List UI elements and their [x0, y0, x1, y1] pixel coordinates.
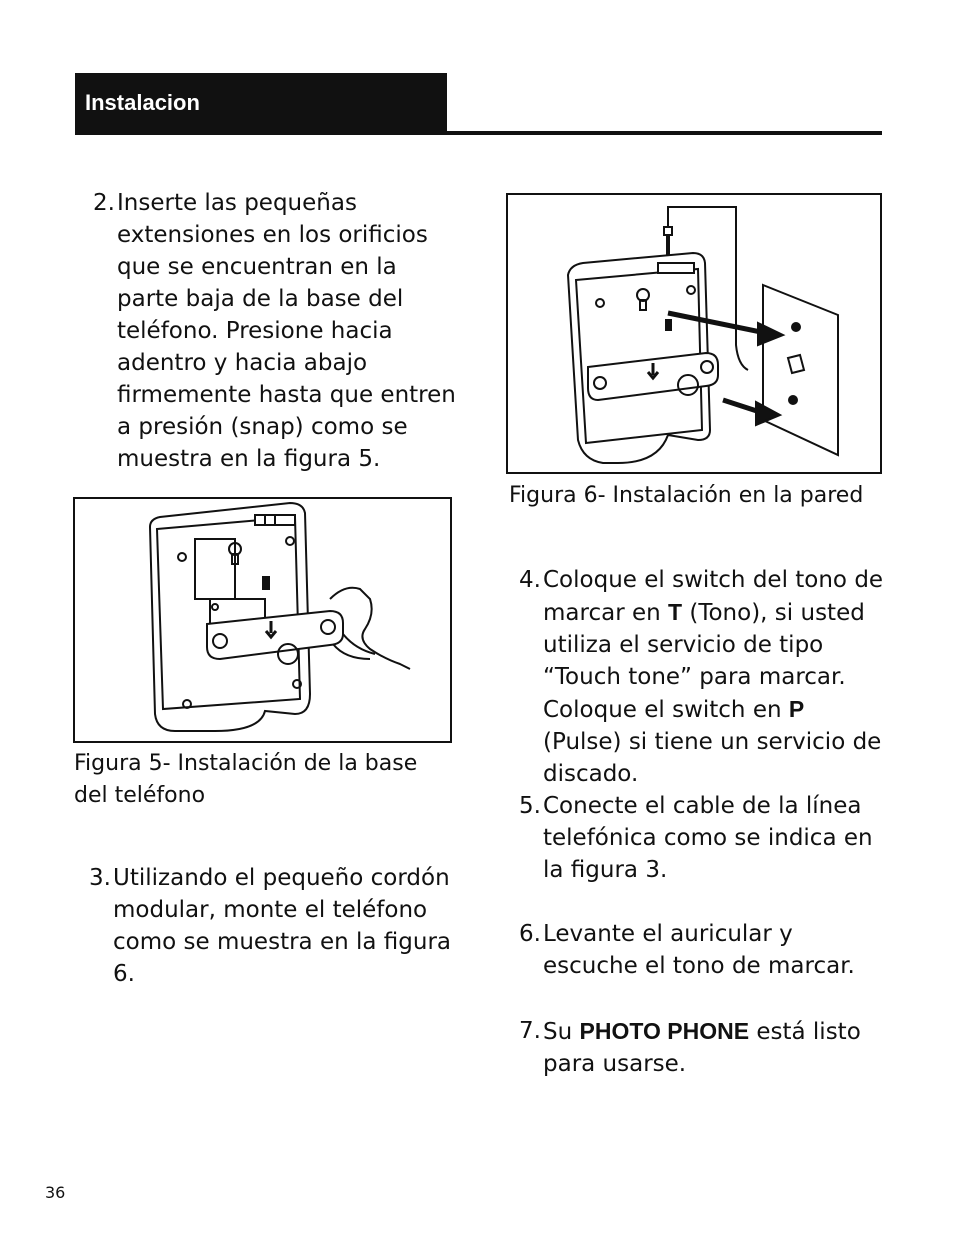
- step-7-bold-product: PHOTO PHONE: [579, 1018, 750, 1044]
- step-3-number: 3.: [89, 865, 111, 891]
- step-4-bold-t: T: [668, 599, 683, 625]
- step-5-number: 5.: [519, 793, 541, 819]
- step-6-number: 6.: [519, 921, 541, 947]
- step-2: 2. Inserte las pequeñas extensiones en l…: [93, 187, 457, 475]
- step-4-text-2: (Tono), si usted utiliza el servicio de …: [543, 600, 865, 723]
- step-7-text-2: está listo para usarse.: [543, 1019, 861, 1077]
- step-4-number: 4.: [519, 567, 541, 593]
- step-5-text: Conecte el cable de la línea telefónica …: [543, 793, 873, 883]
- step-4: 4. Coloque el switch del tono de marcar …: [519, 564, 888, 790]
- section-title: Instalacion: [85, 90, 200, 115]
- figure-5: [73, 497, 452, 743]
- step-7: 7. Su PHOTO PHONE está listo para usarse…: [519, 1015, 873, 1080]
- step-6: 6. Levante el auricular y escuche el ton…: [519, 918, 888, 982]
- page-number: 36: [45, 1183, 66, 1202]
- figure-6-illustration: [566, 206, 839, 464]
- step-3-text: Utilizando el pequeño cordón modular, mo…: [113, 865, 451, 987]
- step-4-bold-p: P: [788, 696, 805, 722]
- section-header: Instalacion: [75, 73, 447, 135]
- step-4-text-1: Coloque el switch del tono de marcar en: [543, 567, 884, 626]
- step-7-text-1: Su: [543, 1019, 573, 1045]
- step-2-number: 2.: [93, 190, 115, 216]
- step-4-text-3: (Pulse) si tiene un servicio de discado.: [543, 729, 882, 787]
- figure-6-caption: Figura 6- Instalación en la pared: [509, 483, 864, 508]
- figure-6: [506, 193, 882, 474]
- step-3: 3. Utilizando el pequeño cordón modular,…: [89, 862, 453, 990]
- step-5: 5. Conecte el cable de la línea telefóni…: [519, 790, 888, 886]
- step-7-number: 7.: [519, 1018, 541, 1044]
- header-rule: [447, 131, 882, 135]
- step-2-text: Inserte las pequeñas extensiones en los …: [117, 190, 456, 472]
- figure-5-caption: Figura 5- Instalación de la base del tel…: [74, 751, 418, 808]
- figure-5-illustration: [148, 501, 411, 732]
- step-6-text: Levante el auricular y escuche el tono d…: [543, 921, 855, 979]
